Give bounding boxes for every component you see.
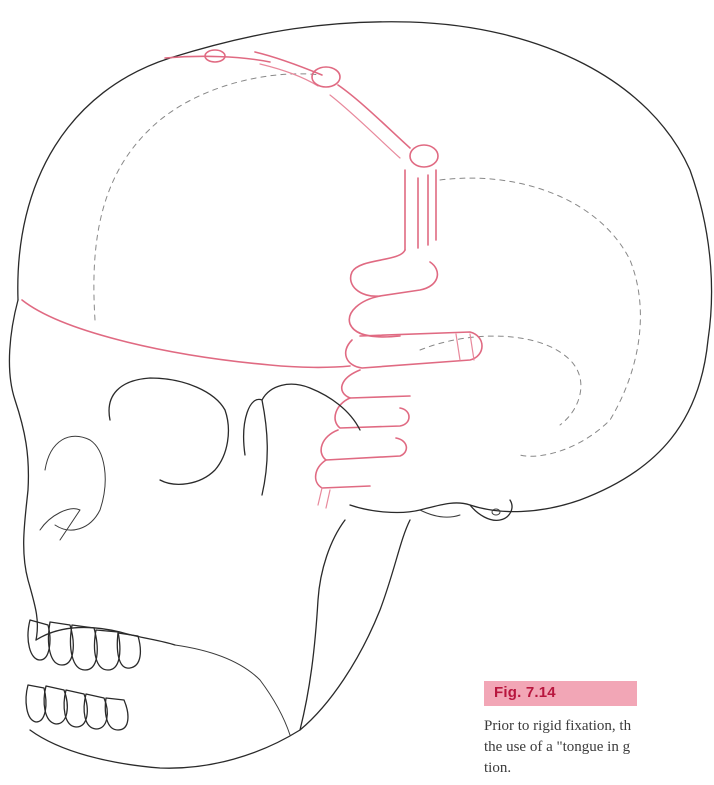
face-front-outline	[9, 300, 37, 640]
lower-teeth	[26, 685, 128, 730]
ear-canal	[492, 509, 500, 515]
figure-caption: Prior to rigid fixation, th the use of a…	[484, 716, 714, 785]
craniotomy-cut-line	[22, 300, 350, 367]
mandible	[30, 520, 410, 768]
styloid	[420, 510, 460, 517]
maxilla	[36, 627, 175, 645]
tongue-in-groove-osteotomy	[205, 50, 482, 508]
zygomatic-arch	[262, 384, 360, 430]
mandible-inner	[175, 645, 290, 735]
nasal-aperture	[40, 509, 80, 540]
orbit	[109, 378, 228, 484]
inner-contour-back	[440, 178, 640, 456]
mandible-ramus	[300, 520, 345, 730]
caption-line-3: tion.	[484, 758, 714, 779]
figure-number: Fig. 7.14	[494, 684, 556, 701]
caption-line-1: Prior to rigid fixation, th	[484, 716, 714, 737]
caption-line-2: the use of a "tongue in g	[484, 737, 714, 758]
zygoma	[244, 399, 268, 495]
inner-contour-front	[94, 74, 320, 320]
cranium-back-lower	[350, 505, 420, 512]
temporal-contour	[420, 336, 581, 425]
figure-label: Fig. 7.14	[484, 681, 637, 706]
cranium-outline	[18, 22, 712, 512]
